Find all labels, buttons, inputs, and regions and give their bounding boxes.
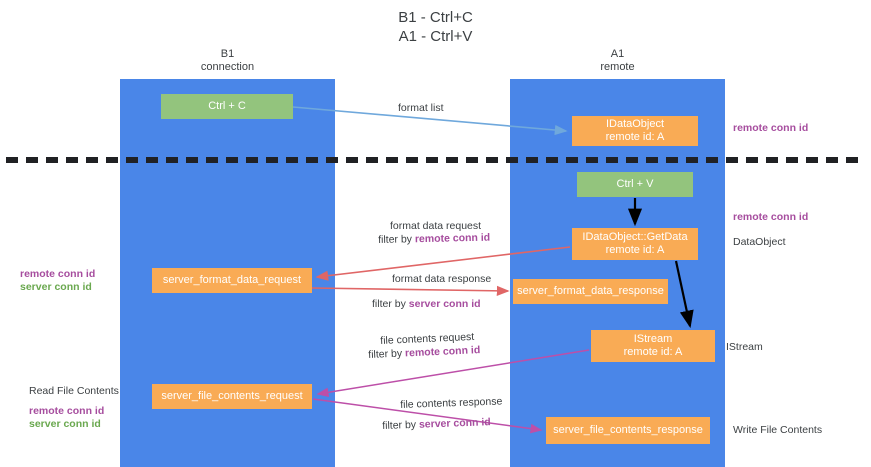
section-divider [6, 157, 865, 163]
filter-prefix: filter by [382, 418, 420, 432]
lane-header-a1: A1 remote [510, 48, 725, 74]
edge-label-file-contents-response-text: file contents response [400, 395, 503, 411]
edge-file-contents-response [312, 398, 543, 434]
node-server-file-contents-response[interactable]: server_file_contents_response [546, 417, 710, 444]
annotation-write-file-contents-text: Write File Contents [733, 424, 823, 436]
edge-label-format-data-response: format data response [392, 272, 491, 286]
edge-label-format-data-request: format data request [390, 219, 481, 233]
annotation-left-middle-remote: remote conn id [20, 268, 96, 280]
annotation-dataobject: DataObject [733, 236, 786, 249]
node-istream[interactable]: IStream remote id: A [591, 330, 715, 362]
node-getdata-line1: IDataObject::GetData [582, 231, 688, 243]
lane-header-b1: B1 connection [120, 48, 335, 74]
lane-header-b1-name: B1 [220, 48, 235, 60]
node-server-format-data-response-label: server_format_data_response [517, 285, 664, 297]
node-server-format-data-request[interactable]: server_format_data_request [152, 268, 312, 293]
filter-prefix: filter by [378, 233, 416, 246]
edge-format-data-request [315, 246, 571, 281]
edge-file-contents-request [316, 349, 590, 398]
filter-key: remote conn id [404, 344, 481, 360]
annotation-read-file-contents: Read File Contents [29, 385, 119, 397]
annotation-remote-conn-id-mid-text: remote conn id [733, 211, 809, 223]
edge-label-format-list-text: format list [398, 102, 444, 114]
node-server-file-contents-request[interactable]: server_file_contents_request [152, 384, 312, 409]
node-idataobject-line2: remote id: A [605, 131, 665, 143]
filter-key: remote conn id [414, 231, 491, 246]
annotation-remote-conn-id-top: remote conn id [733, 122, 808, 135]
edge-getdata-to-istream [674, 260, 694, 329]
annotation-remote-conn-id-top-text: remote conn id [733, 122, 809, 134]
annotation-istream-text: IStream [726, 341, 763, 353]
annotation-write-file-contents: Write File Contents [733, 424, 822, 437]
annotation-left-lower: Read File Contents remote conn id server… [29, 385, 119, 431]
annotation-remote-conn-id-mid: remote conn id [733, 211, 808, 224]
node-ctrl-c[interactable]: Ctrl + C [161, 94, 293, 119]
lane-header-a1-role: remote [600, 61, 635, 73]
node-idataobject-line1: IDataObject [605, 118, 665, 130]
title-line-1: B1 - Ctrl+C [398, 9, 473, 26]
annotation-left-middle: remote conn id server conn id [20, 268, 95, 294]
node-getdata[interactable]: IDataObject::GetData remote id: A [572, 228, 698, 260]
edge-label-format-data-request-filter: filter by remote conn id [378, 231, 490, 247]
annotation-dataobject-text: DataObject [733, 236, 786, 248]
edge-label-format-data-request-text: format data request [390, 220, 482, 232]
edge-format-list [292, 106, 568, 136]
node-idataobject[interactable]: IDataObject remote id: A [572, 116, 698, 146]
annotation-left-middle-server: server conn id [20, 281, 92, 293]
annotation-left-lower-server: server conn id [29, 418, 101, 430]
title-line-2: A1 - Ctrl+V [398, 28, 473, 45]
node-server-format-data-response[interactable]: server_format_data_response [513, 279, 668, 304]
lane-header-b1-role: connection [200, 61, 255, 73]
node-istream-line1: IStream [633, 333, 673, 345]
node-server-file-contents-request-label: server_file_contents_request [161, 390, 303, 402]
edge-label-format-data-response-filter: filter by server conn id [372, 297, 481, 311]
node-ctrl-v-line1: Ctrl + V [616, 178, 654, 190]
annotation-left-lower-remote: remote conn id [29, 405, 105, 417]
node-istream-line2: remote id: A [623, 346, 683, 358]
node-ctrl-v[interactable]: Ctrl + V [577, 172, 693, 197]
edge-format-data-response [311, 285, 510, 296]
lane-header-a1-name: A1 [610, 48, 625, 60]
node-ctrl-c-line1: Ctrl + C [208, 100, 246, 112]
edge-label-format-data-response-text: format data response [392, 273, 492, 285]
node-server-format-data-request-label: server_format_data_request [162, 274, 302, 286]
annotation-istream: IStream [726, 341, 763, 354]
page-title: B1 - Ctrl+C A1 - Ctrl+V [0, 8, 871, 46]
node-getdata-line2: remote id: A [605, 244, 665, 256]
filter-prefix: filter by [368, 347, 406, 361]
node-server-file-contents-response-label: server_file_contents_response [553, 424, 703, 436]
filter-prefix: filter by [372, 298, 409, 310]
filter-key: server conn id [418, 416, 491, 431]
filter-key: server conn id [408, 298, 481, 310]
edge-label-format-list: format list [398, 101, 444, 115]
